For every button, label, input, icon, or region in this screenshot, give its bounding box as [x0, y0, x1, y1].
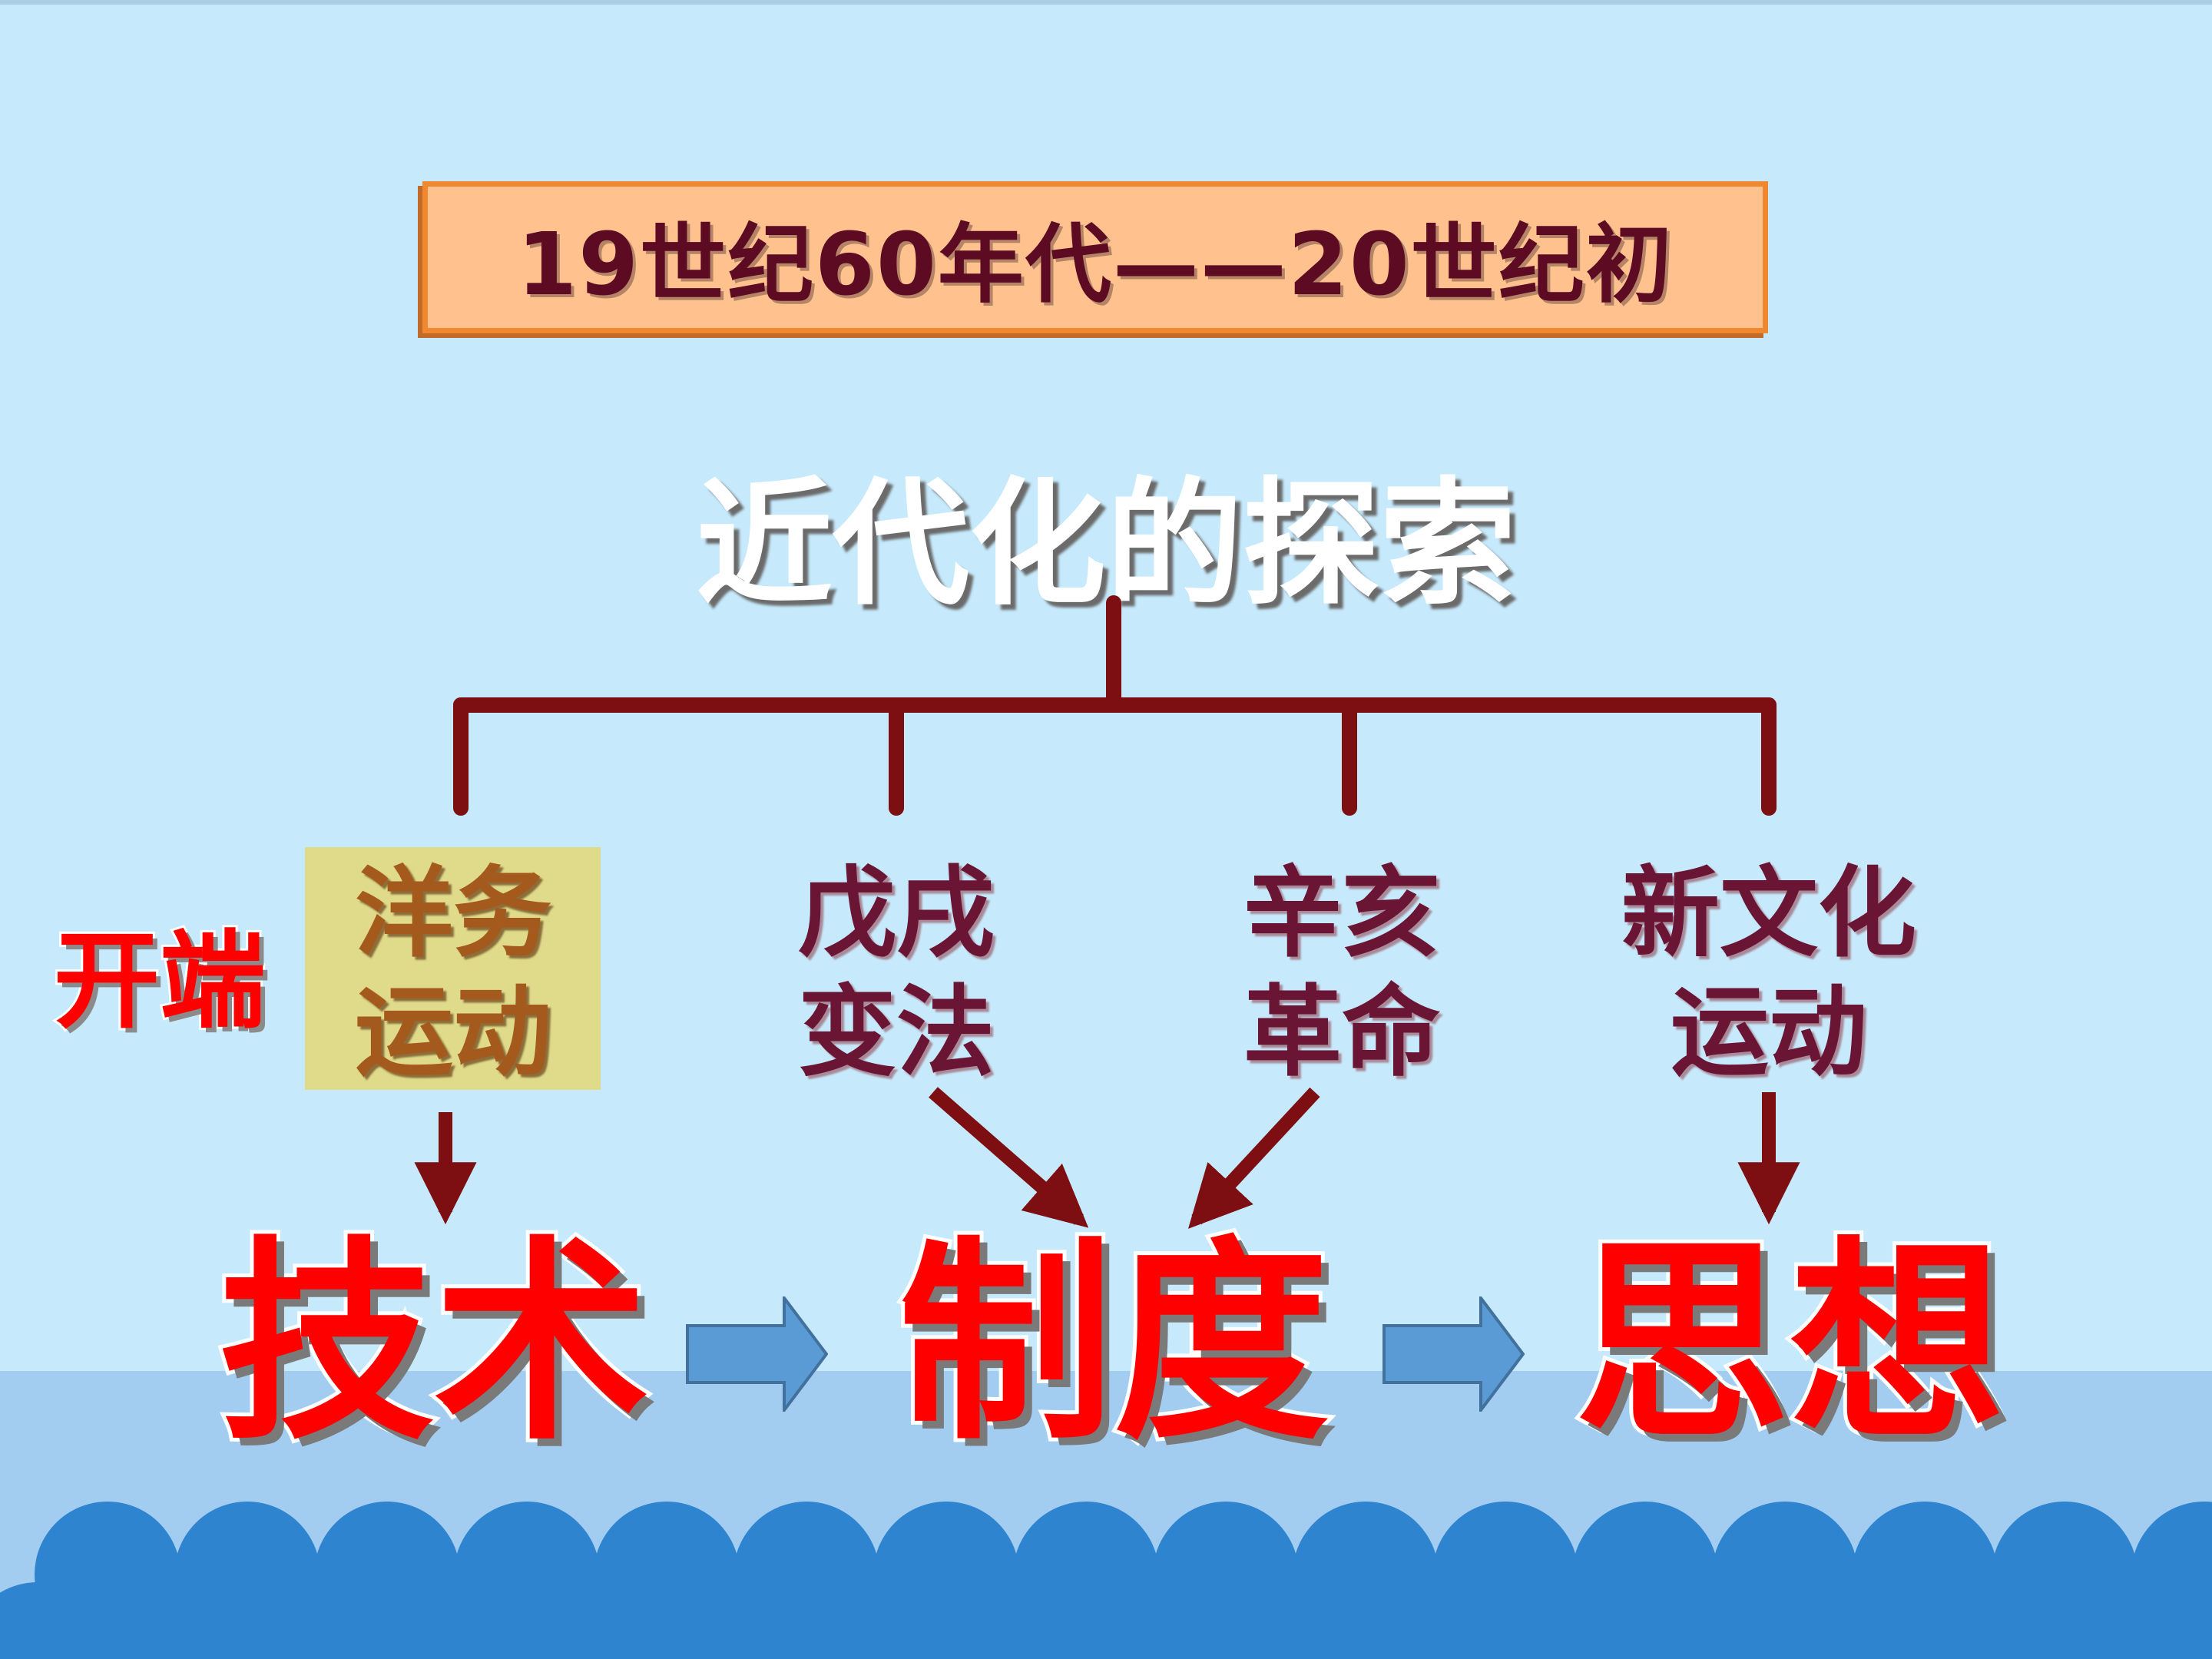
wave-bump [0, 1582, 111, 1659]
wave-bump [803, 1582, 949, 1659]
branch-xinhai-line2: 革命 [1243, 975, 1440, 1090]
wave-bump [1782, 1582, 1928, 1659]
wave-bump [664, 1582, 810, 1659]
branch-wuxu-line1: 戊戌 [797, 856, 995, 971]
branch-yangwu-line2: 运动 [354, 975, 551, 1090]
main-heading: 近代化的探索 [696, 465, 1516, 624]
stage-thought: 思想 [1571, 1217, 2008, 1471]
stage-institution: 制度 [895, 1217, 1333, 1471]
right-arrow-icon [686, 1296, 828, 1412]
branch-xinhai: 辛亥 革命 [1181, 854, 1503, 1092]
top-border-line [0, 0, 2212, 5]
wave-bump [943, 1582, 1089, 1659]
wave-bump [1922, 1582, 2068, 1659]
branch-xinwenhua: 新文化 运动 [1608, 854, 1930, 1092]
wave-bump [1642, 1582, 1788, 1659]
branch-wuxu: 戊戌 变法 [735, 854, 1058, 1092]
branch-yangwu-line1: 洋务 [354, 856, 551, 971]
stage-technology: 技术 [215, 1217, 653, 1471]
wave-bump [2061, 1582, 2207, 1659]
title-text: 19世纪60年代——20世纪初 [517, 215, 1674, 315]
wave-bump [524, 1582, 670, 1659]
start-label: 开端 [51, 917, 268, 1045]
wave-bump [1363, 1582, 1508, 1659]
branch-wuxu-line2: 变法 [797, 975, 995, 1090]
wave-bump [104, 1582, 250, 1659]
branch-yangwu: 洋务 运动 [292, 854, 614, 1092]
branch-xinwenhua-line1: 新文化 [1621, 856, 1916, 971]
branch-xinwenhua-line2: 运动 [1670, 975, 1867, 1090]
wave-bump [2201, 1617, 2212, 1659]
title-box: 19世纪60年代——20世纪初 [422, 181, 1768, 333]
wave-bump [244, 1582, 390, 1659]
wave-bump [1223, 1582, 1369, 1659]
arrow-wuxu-to-zhidu [929, 1087, 1089, 1228]
arrow-xinhai-to-zhidu [1187, 1087, 1320, 1229]
wave-bump [1502, 1582, 1648, 1659]
wave-bump [1083, 1582, 1229, 1659]
branch-xinhai-line1: 辛亥 [1243, 856, 1440, 971]
yangwu-highlight-box [305, 847, 601, 1090]
wave-bump [384, 1582, 530, 1659]
right-arrow-icon [1382, 1296, 1525, 1412]
